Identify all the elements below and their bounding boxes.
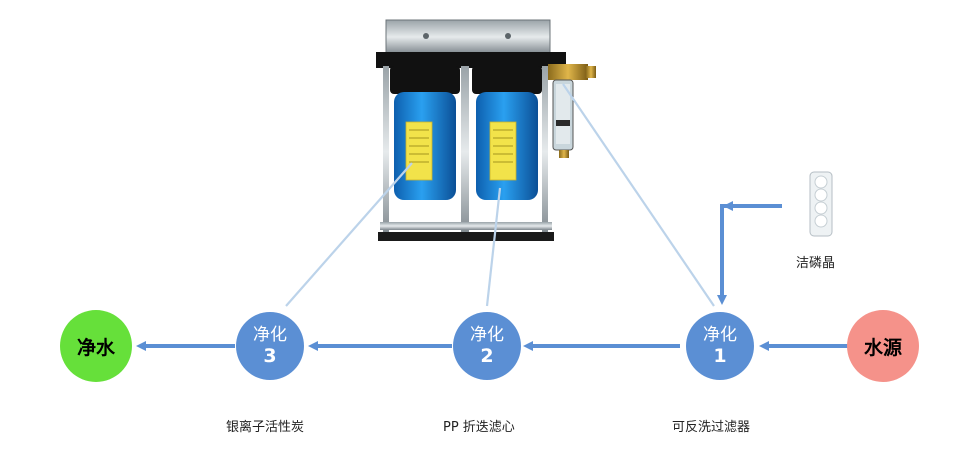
filter-unit-illustration xyxy=(376,20,596,241)
stage3-caption: 银离子活性炭 xyxy=(226,416,304,435)
stage1-node: 净化 1 xyxy=(686,312,754,380)
connector-stage2 xyxy=(487,188,500,306)
source-node: 水源 xyxy=(847,310,919,382)
connector-stage1 xyxy=(563,84,714,306)
stage3-title: 净化 xyxy=(253,325,287,345)
stage2-number: 2 xyxy=(480,345,493,367)
stage1-title: 净化 xyxy=(703,325,737,345)
stage1-number: 1 xyxy=(713,345,726,367)
stage1-caption: 可反洗过滤器 xyxy=(672,416,750,435)
arrow-additive-to-stage1 xyxy=(722,206,782,300)
source-label: 水源 xyxy=(864,333,902,360)
stage2-title: 净化 xyxy=(470,325,504,345)
stage3-number: 3 xyxy=(263,345,276,367)
stage3-node: 净化 3 xyxy=(236,312,304,380)
output-node: 净水 xyxy=(60,310,132,382)
additive-cartridge-illustration xyxy=(810,172,832,236)
output-label: 净水 xyxy=(77,333,115,360)
additive-caption: 洁磷晶 xyxy=(796,252,835,271)
stage2-node: 净化 2 xyxy=(453,312,521,380)
stage2-caption: PP 折迭滤心 xyxy=(443,416,515,435)
